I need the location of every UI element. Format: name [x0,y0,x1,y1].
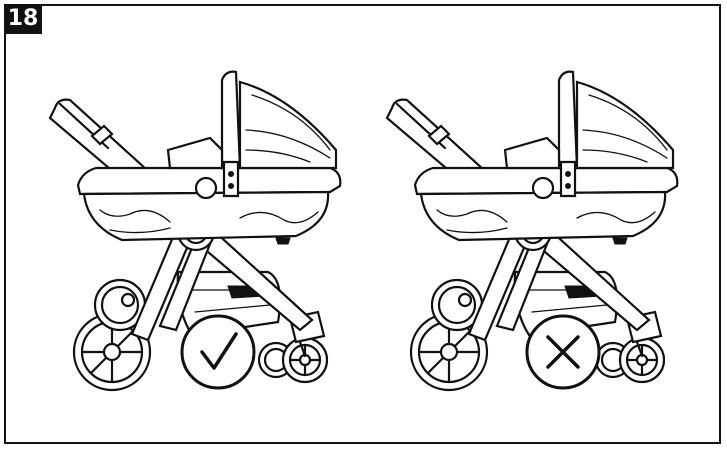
check-mark-icon [182,316,254,388]
cross-mark-icon [527,316,599,388]
